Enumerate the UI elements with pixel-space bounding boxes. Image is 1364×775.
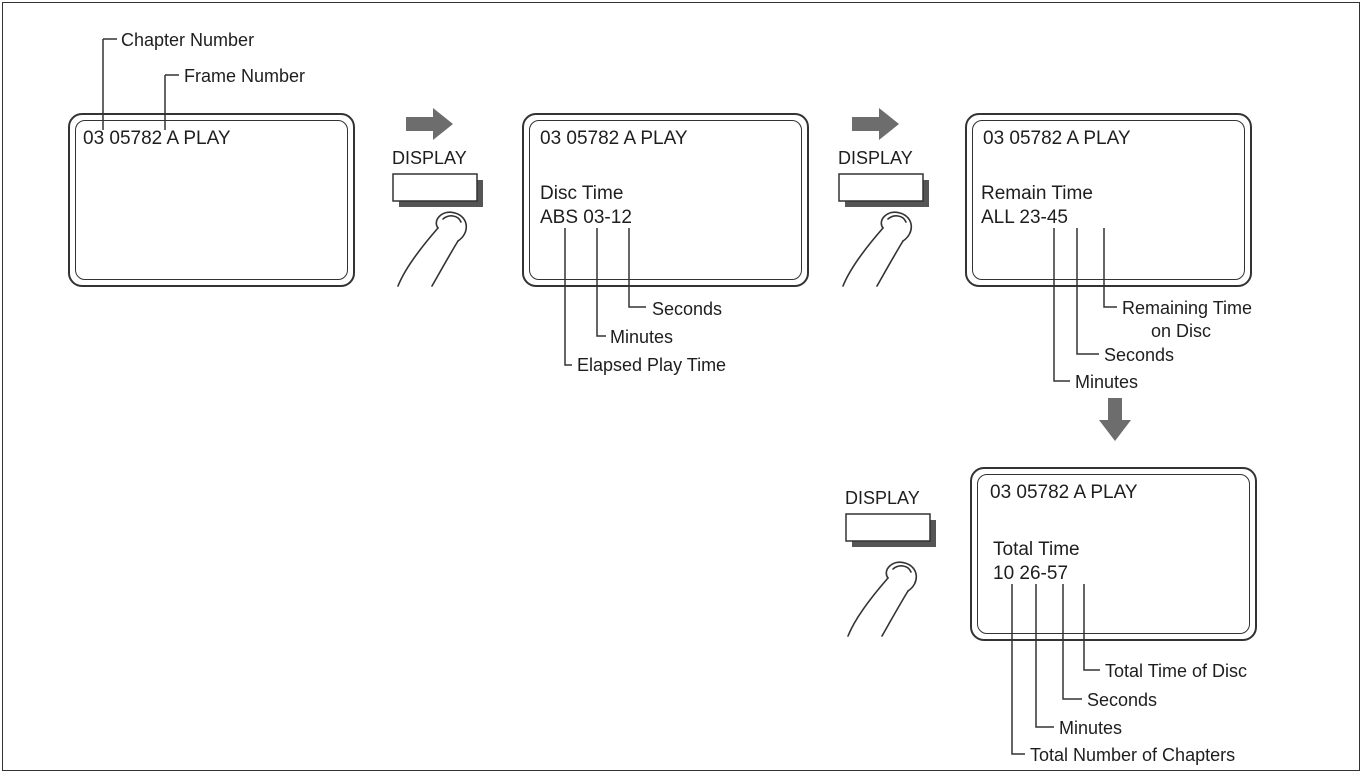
callout-s2-elapsed: [564, 228, 572, 366]
callout-s3-remaining: [1103, 228, 1117, 308]
display-label-1: DISPLAY: [392, 148, 467, 168]
callout-frame-number: [164, 74, 179, 130]
label-chapter-number: Chapter Number: [121, 30, 255, 50]
display-button-1: [392, 173, 483, 207]
callout-s4-minutes: [1035, 584, 1054, 728]
screen-1: [68, 113, 355, 287]
screen-2-status: 03 05782 A PLAY: [540, 128, 688, 149]
label-s4-seconds: Seconds: [1087, 690, 1158, 710]
label-s4-minutes: Minutes: [1059, 718, 1123, 738]
screen-2-time: ABS 03-12: [540, 207, 632, 228]
screen-2: [522, 113, 809, 287]
display-label-2: DISPLAY: [838, 148, 913, 168]
callout-s3-seconds: [1076, 228, 1099, 355]
screen-4: [970, 467, 1257, 641]
label-s3-minutes: Minutes: [1075, 372, 1139, 392]
callout-s2-minutes: [596, 228, 606, 337]
arrow-right-2: [852, 108, 899, 140]
label-s3-seconds: Seconds: [1104, 345, 1175, 365]
screen-4-mode: Total Time: [993, 539, 1080, 560]
label-s3-remaining: Remaining Time: [1122, 298, 1253, 318]
arrow-down: [1099, 398, 1131, 441]
screen-1-status: 03 05782 A PLAY: [83, 128, 231, 149]
screen-3: [965, 113, 1252, 287]
screen-4-status: 03 05782 A PLAY: [990, 482, 1138, 503]
label-s4-total-time: Total Time of Disc: [1105, 661, 1248, 681]
display-label-3: DISPLAY: [845, 488, 920, 508]
label-frame-number: Frame Number: [184, 66, 306, 86]
screen-3-mode: Remain Time: [981, 183, 1093, 204]
finger-icon-3: [847, 561, 918, 637]
screen-3-status: 03 05782 A PLAY: [983, 128, 1131, 149]
arrow-right-1: [406, 108, 453, 140]
label-s3-remaining-2: on Disc: [1151, 321, 1212, 341]
callout-s4-total-time: [1083, 584, 1100, 671]
label-s4-total-chapters: Total Number of Chapters: [1030, 745, 1236, 765]
display-button-2: [838, 173, 929, 207]
finger-icon-2: [842, 211, 913, 287]
screen-4-time: 10 26-57: [993, 563, 1069, 584]
callout-s3-minutes: [1053, 228, 1070, 382]
label-s2-elapsed: Elapsed Play Time: [577, 355, 727, 375]
finger-icon-1: [397, 211, 468, 287]
label-s2-minutes: Minutes: [610, 327, 674, 347]
callout-s2-seconds: [628, 228, 646, 308]
display-button-3: [845, 513, 936, 547]
callout-s4-total-chapters: [1011, 584, 1025, 755]
screen-3-time: ALL 23-45: [981, 207, 1068, 228]
callout-s4-seconds: [1062, 584, 1082, 700]
callout-chapter-number: [102, 38, 117, 130]
label-s2-seconds: Seconds: [652, 299, 723, 319]
screen-2-mode: Disc Time: [540, 183, 624, 204]
